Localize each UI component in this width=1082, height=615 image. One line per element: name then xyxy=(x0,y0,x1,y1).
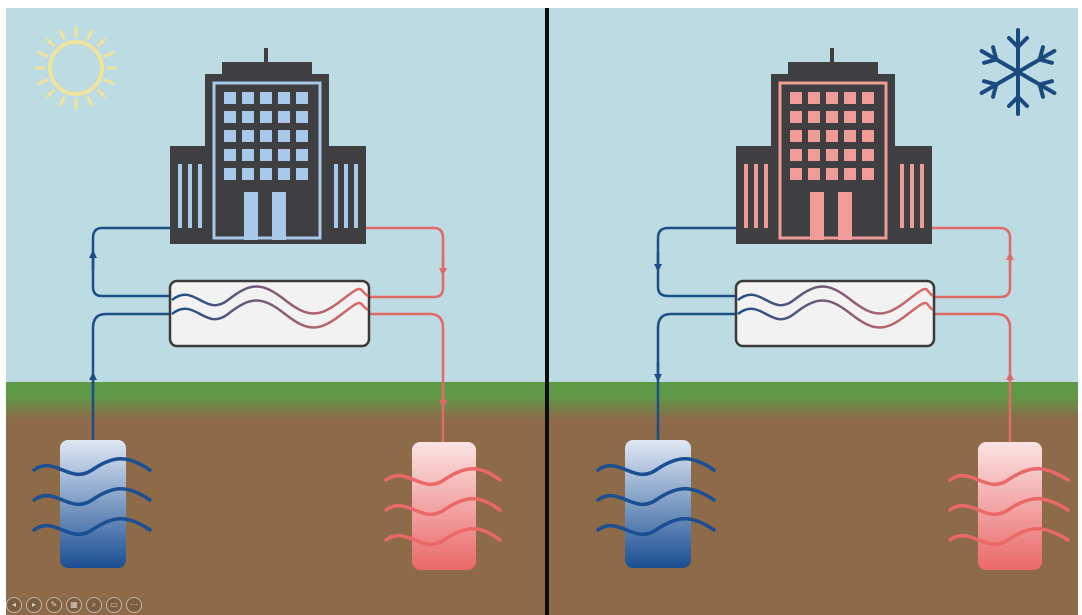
pen-icon[interactable]: ✎ xyxy=(46,597,62,613)
slides-icon[interactable]: ▦ xyxy=(66,597,82,613)
window xyxy=(790,168,802,180)
heat-exchanger-winter xyxy=(734,279,936,348)
snowflake-icon xyxy=(979,28,1057,116)
window xyxy=(278,149,290,161)
window xyxy=(808,92,820,104)
window xyxy=(278,130,290,142)
window xyxy=(242,92,254,104)
hot-storage-winter xyxy=(948,442,1070,570)
building-windows-summer xyxy=(224,92,308,180)
window xyxy=(242,149,254,161)
window xyxy=(862,111,874,123)
window xyxy=(296,130,308,142)
pipe-ground-hot-winter xyxy=(934,312,1012,442)
building-winter xyxy=(736,48,932,244)
window xyxy=(260,168,272,180)
window xyxy=(260,130,272,142)
building-summer xyxy=(170,48,366,244)
window xyxy=(862,130,874,142)
window xyxy=(296,111,308,123)
window xyxy=(790,149,802,161)
window xyxy=(224,130,236,142)
window xyxy=(826,149,838,161)
heat-exchanger-summer xyxy=(168,279,371,348)
window xyxy=(826,111,838,123)
cold-storage-summer xyxy=(32,440,152,568)
pipe-ground-cold-winter xyxy=(656,312,736,440)
summer-panel xyxy=(32,26,502,570)
window xyxy=(790,130,802,142)
window xyxy=(224,92,236,104)
window xyxy=(242,130,254,142)
hot-storage-summer xyxy=(384,442,502,570)
window xyxy=(844,111,856,123)
winter-panel xyxy=(596,28,1070,570)
window xyxy=(844,149,856,161)
panel-divider xyxy=(545,8,549,615)
window xyxy=(278,111,290,123)
window xyxy=(278,168,290,180)
window xyxy=(808,130,820,142)
window xyxy=(224,111,236,123)
window xyxy=(790,92,802,104)
window xyxy=(224,149,236,161)
window xyxy=(844,130,856,142)
pipe-ground-cold-summer xyxy=(91,312,170,440)
pipe-ground-hot-summer xyxy=(369,312,445,442)
window xyxy=(296,92,308,104)
window xyxy=(826,92,838,104)
window xyxy=(260,149,272,161)
sun-icon xyxy=(34,26,118,110)
window xyxy=(862,149,874,161)
zoom-icon[interactable]: ⌕ xyxy=(86,597,102,613)
window xyxy=(224,168,236,180)
previous-icon[interactable]: ◂ xyxy=(6,597,22,613)
ground-background xyxy=(6,382,1078,615)
window xyxy=(790,111,802,123)
window xyxy=(826,168,838,180)
window xyxy=(260,111,272,123)
window xyxy=(808,149,820,161)
window xyxy=(260,92,272,104)
subtitles-icon[interactable]: ▭ xyxy=(106,597,122,613)
window xyxy=(242,168,254,180)
window xyxy=(278,92,290,104)
window xyxy=(242,111,254,123)
window xyxy=(826,130,838,142)
window xyxy=(862,92,874,104)
window xyxy=(296,168,308,180)
window xyxy=(808,111,820,123)
next-icon[interactable]: ▸ xyxy=(26,597,42,613)
window xyxy=(844,92,856,104)
window xyxy=(296,149,308,161)
window xyxy=(808,168,820,180)
building-windows-winter xyxy=(790,92,874,180)
window xyxy=(862,168,874,180)
presentation-controls: ◂▸✎▦⌕▭⋯ xyxy=(6,597,142,613)
more-icon[interactable]: ⋯ xyxy=(126,597,142,613)
cold-storage-winter xyxy=(596,440,716,568)
window xyxy=(844,168,856,180)
